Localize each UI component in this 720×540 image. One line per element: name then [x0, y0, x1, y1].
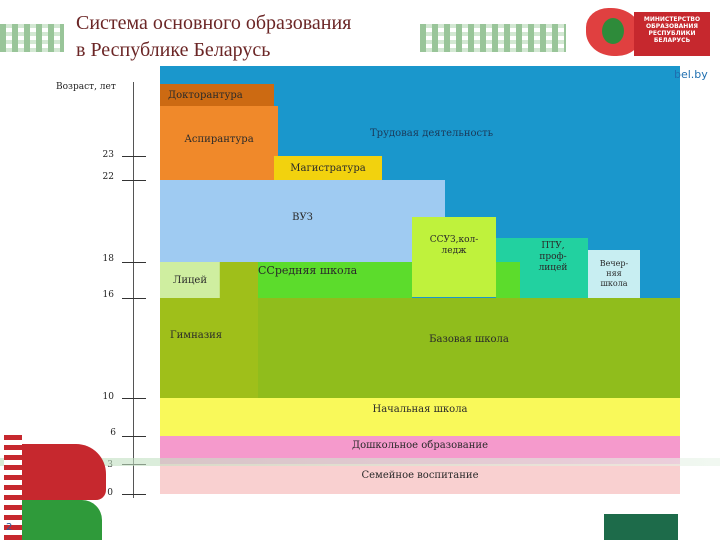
page-number: 2 [6, 522, 13, 533]
block-doctorate-label: Докторантура [168, 89, 243, 101]
block-ssuz-label: ССУЗ,кол- ледж [429, 235, 479, 256]
tick-10 [122, 398, 146, 399]
block-family: Семейное воспитание [160, 464, 680, 494]
block-ptu-label: ПТУ, проф- лицей [538, 241, 568, 273]
block-aspirantura-label: Аспирантура [184, 134, 254, 145]
flag-red-part [22, 444, 106, 500]
block-primary-label: Начальная школа [372, 404, 468, 415]
block-secondary-label: ССредняя школа [258, 264, 358, 277]
website-text: bel.by [674, 68, 708, 81]
corner-green-box [604, 514, 678, 540]
tick-label-6: 6 [110, 428, 116, 438]
block-secondary-ext [496, 262, 520, 298]
block-basic-label: Базовая школа [429, 334, 509, 345]
tick-18 [122, 262, 146, 263]
tick-23 [122, 156, 146, 157]
tick-label-22: 22 [102, 172, 114, 182]
website-strip: bel.by [674, 66, 720, 86]
tick-22 [122, 180, 146, 181]
emblem-icon [602, 18, 624, 44]
ministry-logo: МИНИСТЕРСТВО ОБРАЗОВАНИЯ РЕСПУБЛИКИ БЕЛА… [580, 4, 716, 62]
block-evening-label: Вечер- няя школа [599, 259, 629, 288]
logo-text-line-3: РЕСПУБЛИКИ [648, 30, 696, 37]
block-lyceum: Лицей [160, 262, 220, 298]
block-secondary: ССредняя школа [258, 262, 412, 298]
page-title: Система основного образования в Республи… [76, 10, 351, 64]
block-primary: Начальная школа [160, 398, 680, 436]
block-vuz: ВУЗ [160, 180, 445, 262]
block-aspirantura: Аспирантура [160, 106, 278, 182]
logo-text-line-4: БЕЛАРУСЬ [653, 37, 691, 44]
block-basic: Базовая школа [258, 298, 680, 398]
tick-6 [122, 436, 146, 437]
tick-0 [122, 494, 146, 495]
logo-text-line-2: ОБРАЗОВАНИЯ [646, 23, 698, 30]
block-magistratura-label: Магистратура [290, 162, 366, 174]
axis-label: Возраст, лет [56, 82, 116, 92]
bottom-band [0, 458, 720, 466]
tick-16 [122, 298, 146, 299]
logo-text-block: МИНИСТЕРСТВО ОБРАЗОВАНИЯ РЕСПУБЛИКИ БЕЛА… [634, 12, 710, 56]
flag-green-part [22, 500, 102, 540]
tick-label-16: 16 [102, 290, 114, 300]
block-magistratura: Магистратура [274, 156, 382, 180]
tick-label-10: 10 [102, 392, 114, 402]
title-line-2: в Республике Беларусь [76, 39, 271, 61]
block-family-label: Семейное воспитание [361, 470, 479, 481]
logo-text-line-1: МИНИСТЕРСТВО [643, 16, 701, 23]
tick-label-18: 18 [102, 254, 114, 264]
header-ornament-right [420, 24, 566, 52]
block-evening: Вечер- няя школа [588, 250, 640, 298]
block-labor-label: Трудовая деятельность [370, 128, 494, 139]
header-ornament-left [0, 24, 64, 52]
tick-label-23: 23 [102, 150, 114, 160]
block-ssuz: ССУЗ,кол- ледж [412, 217, 496, 297]
flag-ornament-strip [4, 434, 22, 540]
block-gymnasium-label: Гимназия [170, 330, 223, 341]
tick-label-0: 0 [107, 488, 113, 498]
block-preschool-label: Дошкольное образование [351, 440, 488, 451]
flag-icon [0, 434, 106, 540]
block-vuz-label: ВУЗ [292, 212, 313, 223]
block-doctorate: Докторантура [160, 84, 274, 106]
age-axis-line [133, 82, 134, 498]
block-lyceum-label: Лицей [172, 274, 208, 286]
title-line-1: Система основного образования [76, 12, 352, 34]
